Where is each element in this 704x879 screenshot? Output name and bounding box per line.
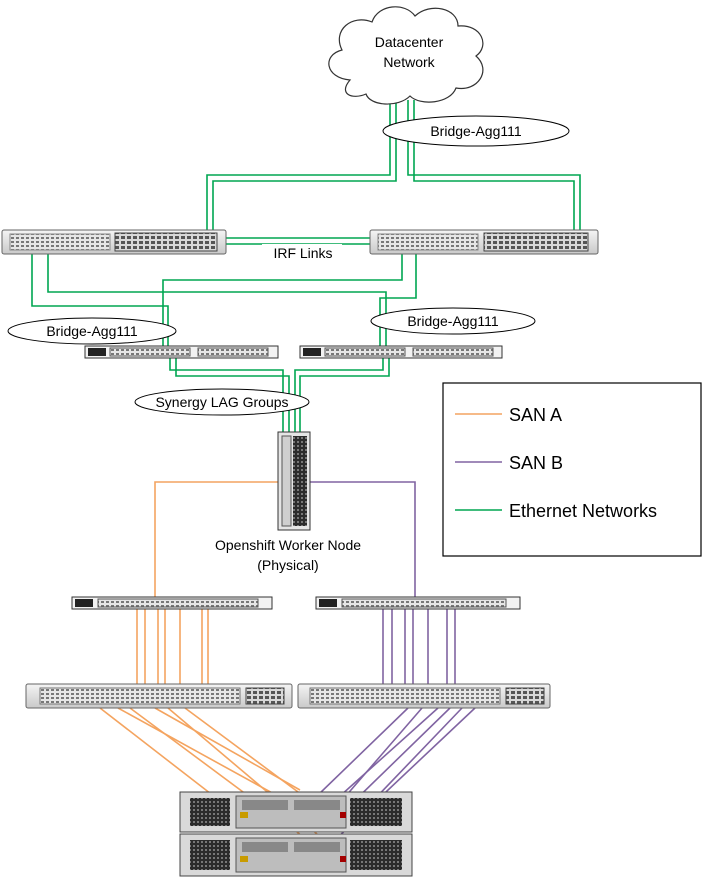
interconnect-right bbox=[299, 345, 503, 359]
core-switch-right bbox=[369, 229, 599, 255]
san-switch-left bbox=[25, 683, 293, 709]
storage-enclosure-top bbox=[179, 791, 413, 833]
san-switch-right bbox=[297, 683, 551, 709]
legend-label-san-b: SAN B bbox=[509, 453, 563, 473]
legend-label-san-a: SAN A bbox=[509, 405, 562, 425]
node-label-line1: Openshift Worker Node bbox=[215, 537, 361, 553]
ethernet-links bbox=[31, 100, 581, 432]
bridge-agg-left: Bridge-Agg111 bbox=[7, 317, 177, 345]
bridge-agg-top-label: Bridge-Agg111 bbox=[430, 123, 522, 139]
core-switch-left bbox=[1, 229, 227, 255]
legend: SAN A SAN B Ethernet Networks bbox=[442, 382, 702, 557]
node-label-line2: (Physical) bbox=[257, 557, 318, 573]
bridge-agg-left-label: Bridge-Agg111 bbox=[46, 323, 138, 339]
cloud-label-line1: Datacenter bbox=[375, 34, 444, 50]
bridge-agg-top: Bridge-Agg111 bbox=[382, 115, 570, 147]
fc-module-left bbox=[71, 596, 273, 610]
irf-links-label: IRF Links bbox=[273, 245, 332, 261]
synergy-lag-label: Synergy LAG Groups bbox=[155, 394, 288, 410]
bridge-agg-right-label: Bridge-Agg111 bbox=[407, 313, 499, 329]
interconnect-left bbox=[84, 345, 279, 359]
bridge-agg-right: Bridge-Agg111 bbox=[370, 307, 536, 335]
fc-module-right bbox=[315, 596, 521, 610]
compute-node bbox=[277, 431, 311, 531]
datacenter-cloud: Datacenter Network bbox=[328, 6, 484, 105]
cloud-label-line2: Network bbox=[383, 54, 435, 70]
synergy-lag: Synergy LAG Groups bbox=[134, 388, 310, 416]
storage-enclosure-bottom bbox=[179, 833, 413, 877]
legend-label-ethernet: Ethernet Networks bbox=[509, 501, 657, 521]
